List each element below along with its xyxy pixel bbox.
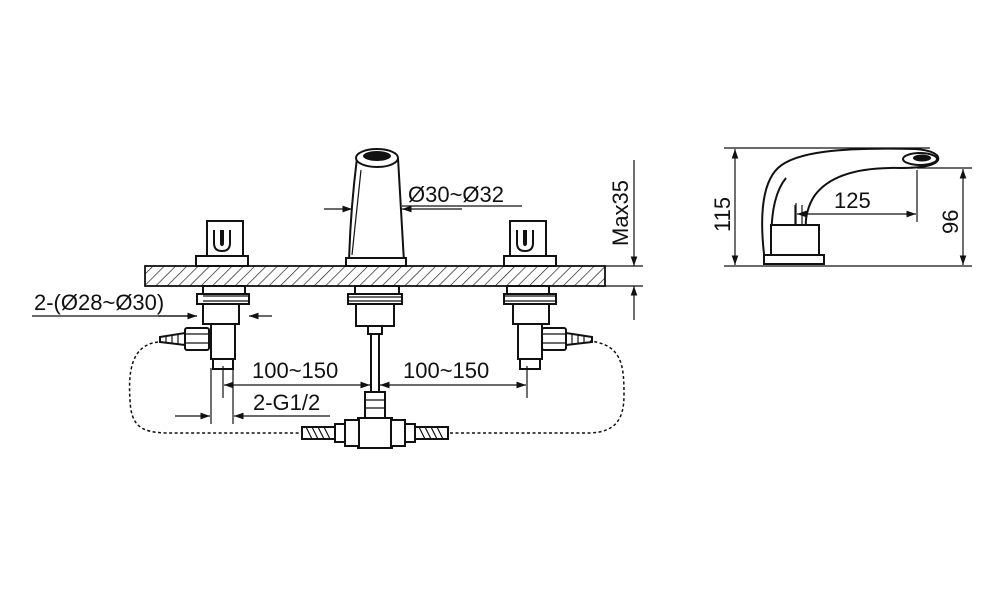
countertop-deck: [144, 265, 606, 287]
dim-spacing: 100~150 100~150: [222, 358, 528, 398]
label-inlet-thread: 2-G1/2: [253, 390, 320, 415]
flexible-hose-loop: [128, 340, 625, 434]
center-spout: [345, 148, 407, 395]
dim-handle-hole: 2-(Ø28~Ø30): [32, 290, 272, 320]
label-deck-thickness: Max35: [608, 180, 633, 246]
tee-connector: [301, 391, 449, 449]
label-left-spacing: 100~150: [252, 358, 338, 383]
label-side-height: 115: [710, 197, 735, 232]
label-side-reach: 125: [834, 188, 871, 213]
dim-side-height: 115: [710, 149, 739, 265]
dim-inlet-thread: 2-G1/2: [175, 368, 330, 424]
side-view: 115 125 96: [710, 147, 972, 267]
front-view: Ø30~Ø32 Max35 2-(Ø28~Ø30) 100~150 100: [32, 148, 643, 449]
left-handle-valve: [159, 220, 250, 370]
label-spout-diameter: Ø30~Ø32: [408, 182, 504, 207]
label-side-outlet-height: 96: [938, 210, 963, 234]
right-handle-valve: [503, 220, 593, 370]
dim-deck-thickness: Max35: [605, 160, 643, 320]
dim-side-reach: 125: [795, 170, 918, 225]
side-spout-body: [761, 147, 940, 265]
label-right-spacing: 100~150: [403, 358, 489, 383]
dim-spout-diameter: Ø30~Ø32: [324, 182, 522, 213]
label-handle-hole: 2-(Ø28~Ø30): [34, 290, 164, 315]
dim-side-outlet-height: 96: [938, 169, 967, 265]
